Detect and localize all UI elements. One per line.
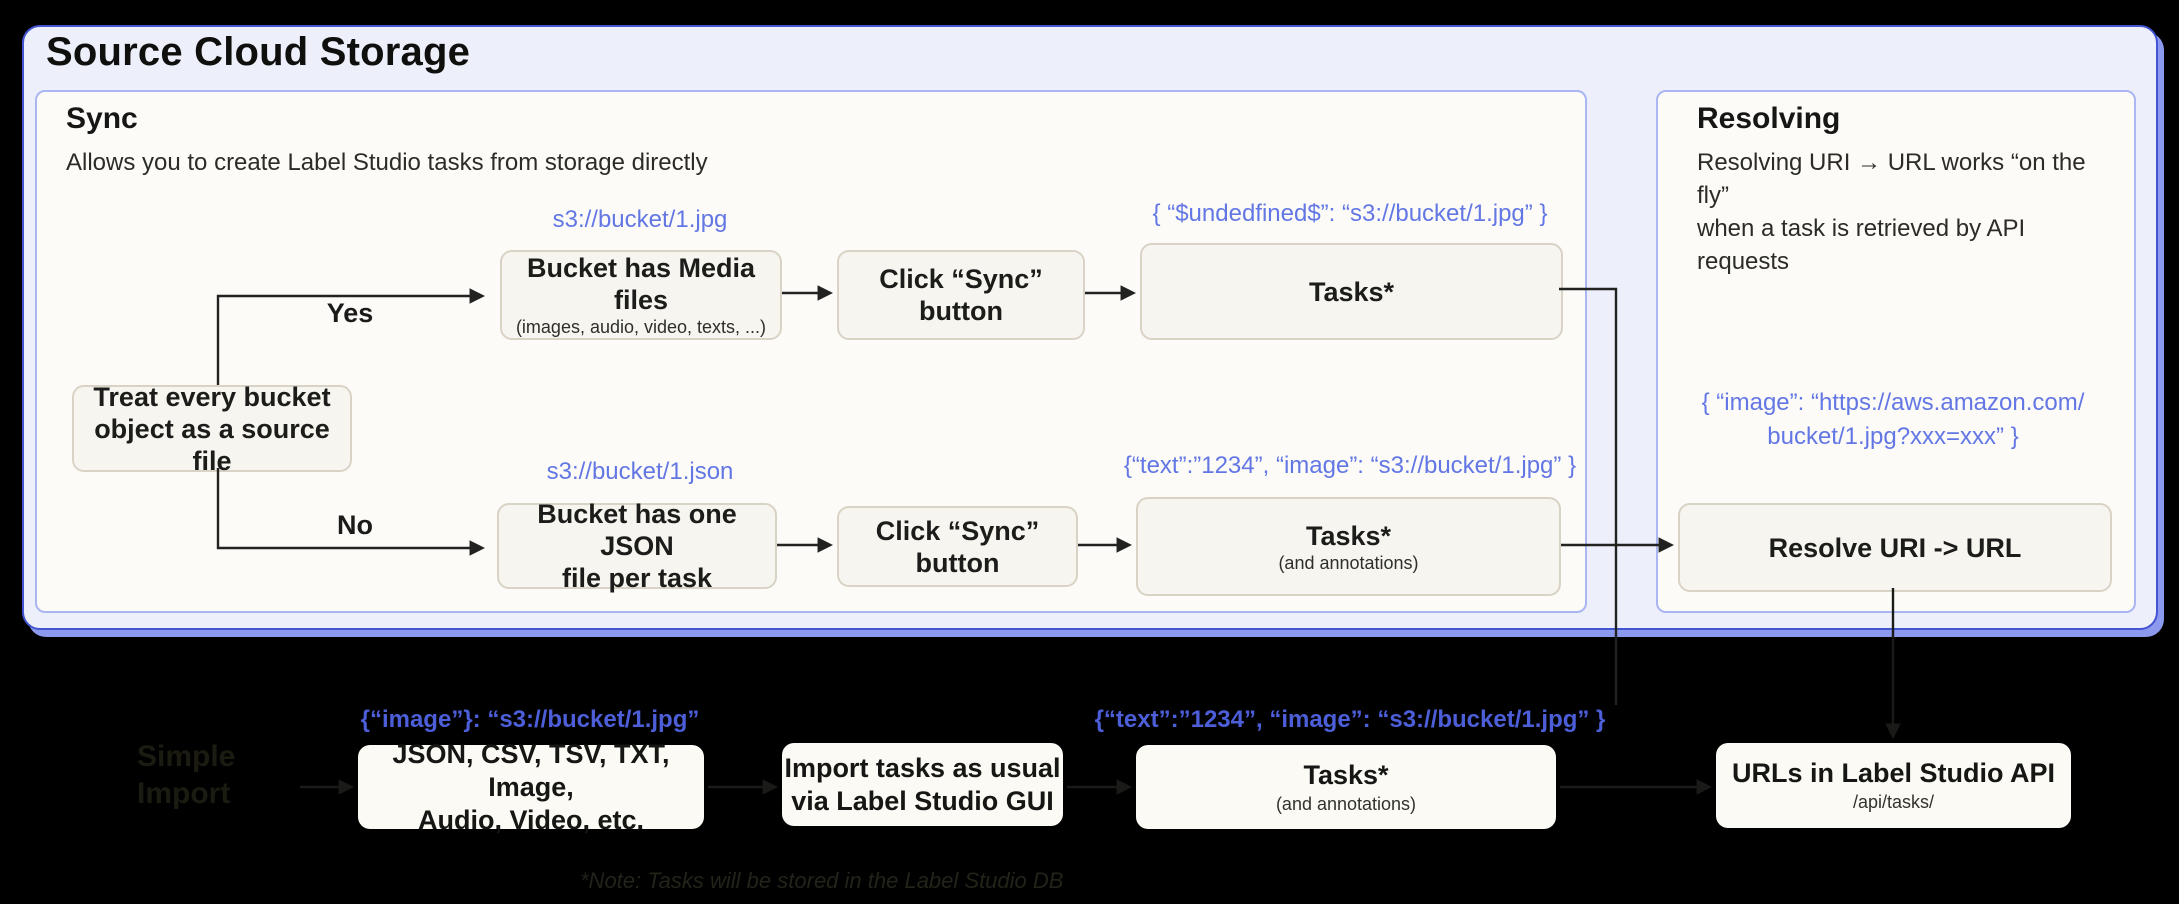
resolving-subtitle: Resolving URI → URL works “on the fly” w… xyxy=(1697,146,2107,278)
file-formats-line2: Audio, Video, etc. xyxy=(417,804,645,835)
resolve-uri-url-label: Resolve URI -> URL xyxy=(1768,532,2022,563)
branch-label-yes: Yes xyxy=(326,298,374,328)
tasks-json-label-import-flow: {“text”:”1234”, “image”: “s3://bucket/1.… xyxy=(1094,706,1606,733)
click-sync-button-node-bottom: Click “Sync” button xyxy=(837,506,1078,587)
bucket-media-files-line1: Bucket has Media files xyxy=(526,253,756,315)
file-formats-line1: JSON, CSV, TSV, TXT, Image, xyxy=(392,738,670,802)
decision-node-line2: object as a source file xyxy=(94,413,330,476)
label-studio-api-line1: URLs in Label Studio API xyxy=(1731,758,2055,788)
resolving-heading: Resolving xyxy=(1697,102,1841,135)
click-sync-button-node-top: Click “Sync” button xyxy=(837,250,1085,340)
label-studio-api-line2: /api/tasks/ xyxy=(1852,792,1935,812)
formats-json-label: {“image”}: “s3://bucket/1.jpg” xyxy=(360,706,700,733)
tasks-node-bottom-line1: Tasks* xyxy=(1305,520,1392,551)
bucket-json-file-line1: Bucket has one JSON xyxy=(537,499,737,561)
resolved-url-json-line2: bucket/1.jpg?xxx=xxx” } xyxy=(1767,423,2019,450)
uri-label-jpg: s3://bucket/1.jpg xyxy=(552,206,728,233)
bucket-media-files-line2: (images, audio, video, texts, ...) xyxy=(515,317,767,337)
simple-import-heading: Simple Import xyxy=(137,738,235,812)
bucket-media-files-node: Bucket has Media files (images, audio, v… xyxy=(500,250,782,340)
click-sync-button-bottom-label: Click “Sync” button xyxy=(875,515,1040,578)
bucket-json-file-node: Bucket has one JSON file per task xyxy=(497,499,777,593)
resolved-url-json-line1: { “image”: “https://aws.amazon.com/ xyxy=(1701,389,2085,416)
resolving-subtitle-line1: Resolving URI → URL works “on the fly” xyxy=(1697,149,2086,209)
tasks-db-footnote: *Note: Tasks will be stored in the Label… xyxy=(580,868,1064,893)
tasks-node-bottom: Tasks* (and annotations) xyxy=(1136,497,1561,596)
tasks-node-bottom-line2: (and annotations) xyxy=(1278,552,1419,573)
resolve-uri-url-node: Resolve URI -> URL xyxy=(1678,503,2112,592)
tasks-json-label-top: { “$undedfined$”: “s3://bucket/1.jpg” } xyxy=(1152,200,1548,227)
sync-subtitle: Allows you to create Label Studio tasks … xyxy=(66,149,708,176)
resolved-url-json-label: { “image”: “https://aws.amazon.com/ buck… xyxy=(1678,386,2108,454)
tasks-import-flow-line2: (and annotations) xyxy=(1275,793,1417,814)
decision-node-line1: Treat every bucket xyxy=(93,381,331,412)
tasks-node-top-label: Tasks* xyxy=(1308,276,1395,307)
resolving-subtitle-line2: when a task is retrieved by API requests xyxy=(1697,215,2026,275)
tasks-json-label-bottom: {“text”:”1234”, “image”: “s3://bucket/1.… xyxy=(1123,452,1577,479)
decision-node-treat-every-bucket: Treat every bucket object as a source fi… xyxy=(72,382,352,476)
label-studio-api-node: URLs in Label Studio API /api/tasks/ xyxy=(1716,743,2071,828)
import-tasks-line1: Import tasks as usual xyxy=(784,752,1061,783)
tasks-node-top: Tasks* xyxy=(1140,243,1563,340)
bucket-json-file-line2: file per task xyxy=(561,563,713,593)
page-title: Source Cloud Storage xyxy=(46,30,471,74)
click-sync-button-top-label: Click “Sync” button xyxy=(879,264,1043,326)
uri-label-json: s3://bucket/1.json xyxy=(546,458,734,485)
sync-heading: Sync xyxy=(66,102,138,135)
simple-import-line2: Import xyxy=(137,777,231,810)
branch-label-no: No xyxy=(337,510,373,540)
simple-import-line1: Simple xyxy=(137,740,236,773)
import-tasks-node: Import tasks as usual via Label Studio G… xyxy=(782,743,1063,826)
tasks-node-import-flow: Tasks* (and annotations) xyxy=(1136,745,1556,829)
file-formats-node: JSON, CSV, TSV, TXT, Image, Audio, Video… xyxy=(358,739,704,835)
import-tasks-line2: via Label Studio GUI xyxy=(791,785,1054,816)
tasks-import-flow-line1: Tasks* xyxy=(1303,759,1389,790)
